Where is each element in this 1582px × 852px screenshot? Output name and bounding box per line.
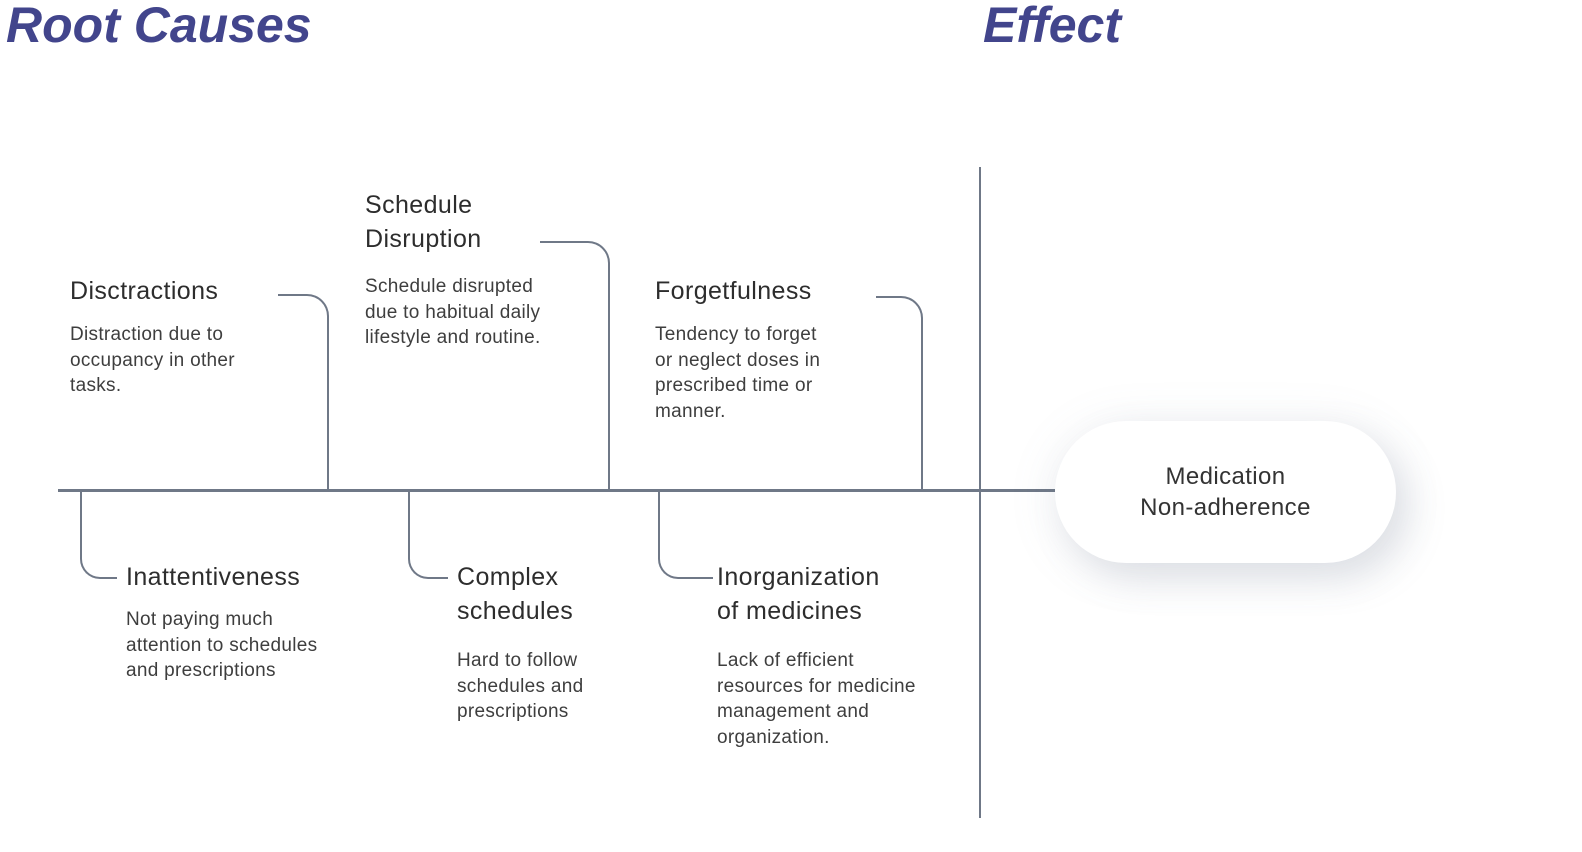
connector-line: [540, 241, 610, 492]
effect-heading: Effect: [983, 0, 1122, 53]
cause-description: Not paying much attention to schedules a…: [126, 609, 318, 681]
cause-title: Inattentiveness: [126, 563, 301, 591]
connector-line: [876, 296, 923, 492]
cause-title: Schedule Disruption: [365, 191, 482, 253]
connector-line: [278, 294, 329, 492]
root-causes-heading: Root Causes: [6, 0, 312, 53]
cause-title: Forgetfulness: [655, 277, 812, 305]
cause-title: Disctractions: [70, 277, 219, 305]
connector-line: [658, 491, 713, 579]
connector-line: [80, 491, 117, 579]
effect-label: Medication Non-adherence: [1140, 463, 1311, 521]
section-divider-line: [979, 167, 981, 818]
cause-description: Distraction due to occupancy in other ta…: [70, 324, 235, 396]
connector-line: [408, 491, 448, 579]
cause-description: Tendency to forget or neglect doses in p…: [655, 324, 821, 422]
effect-pill: Medication Non-adherence: [1055, 421, 1396, 563]
cause-description: Lack of efficient resources for medicine…: [717, 650, 916, 748]
cause-description: Schedule disrupted due to habitual daily…: [365, 276, 541, 348]
cause-title: Inorganization of medicines: [717, 563, 880, 625]
cause-description: Hard to follow schedules and prescriptio…: [457, 650, 584, 722]
cause-title: Complex schedules: [457, 563, 574, 625]
